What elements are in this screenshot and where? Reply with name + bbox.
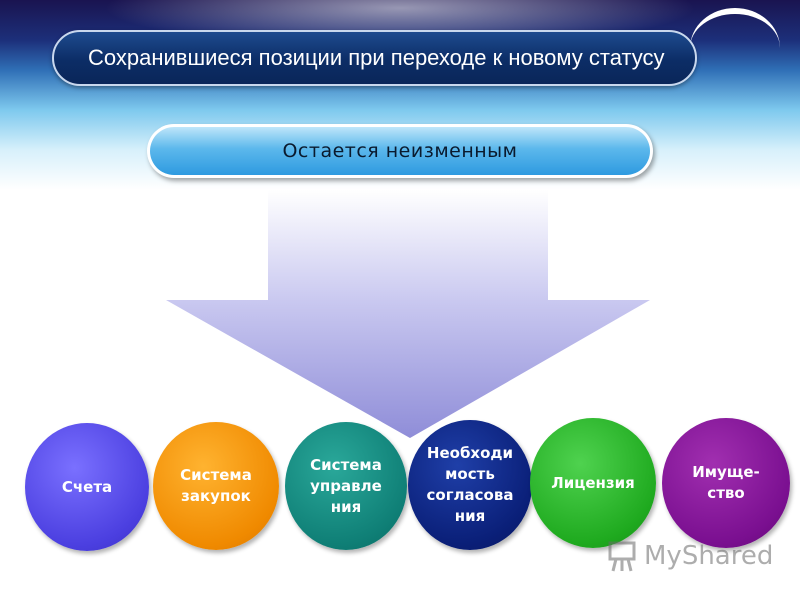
subtitle-bar-inner: Остается неизменным (150, 127, 650, 175)
title-bar: Сохранившиеся позиции при переходе к нов… (52, 30, 697, 86)
item-label: Система управле ния (310, 455, 382, 516)
item-label: Система закупок (180, 466, 252, 505)
slide-title: Сохранившиеся позиции при переходе к нов… (88, 45, 665, 70)
item-circle-property: Имуще- ство (662, 418, 790, 548)
slide-subtitle: Остается неизменным (282, 140, 518, 162)
watermark: MyShared (608, 536, 778, 576)
subtitle-bar: Остается неизменным (147, 124, 653, 178)
item-circle-approval: Необходи мость согласова ния (408, 420, 532, 550)
down-arrow-icon (166, 190, 650, 438)
item-label: Необходи мость согласова ния (426, 444, 514, 525)
watermark-text: MyShared (644, 541, 774, 571)
item-label: Имуще- ство (692, 463, 760, 502)
item-label: Счета (61, 477, 113, 496)
item-circle-management: Система управле ния (285, 422, 407, 550)
presentation-board-icon (608, 541, 636, 572)
item-circle-license: Лицензия (530, 418, 656, 548)
item-circle-procurement: Система закупок (153, 422, 279, 550)
item-label: Лицензия (551, 473, 635, 492)
logo-arc-icon (690, 8, 780, 48)
item-circle-accounts: Счета (25, 423, 149, 551)
